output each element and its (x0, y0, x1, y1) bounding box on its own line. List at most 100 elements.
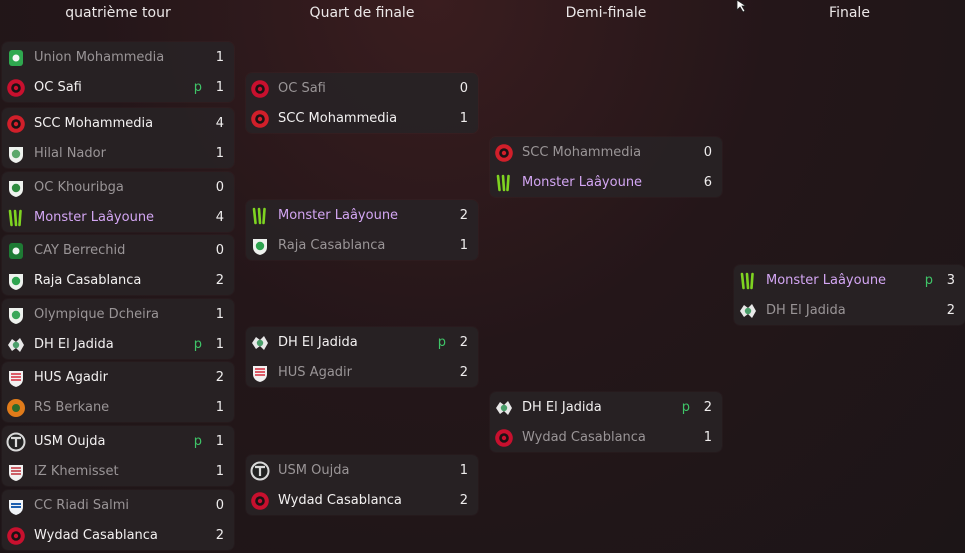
oc-khouribga-crest-icon (6, 178, 26, 198)
score: 2 (459, 335, 468, 350)
team-name[interactable]: RS Berkane (34, 400, 110, 415)
dh-el-jadida-crest-icon (6, 335, 26, 355)
olympique-dcheira-crest-icon (6, 305, 26, 325)
team-name[interactable]: Union Mohammedia (34, 50, 165, 65)
team-row[interactable]: SCC Mohammedia 1 (246, 105, 478, 133)
cc-riadi-salmi-crest-icon (6, 496, 26, 516)
team-name[interactable]: Wydad Casablanca (278, 493, 402, 508)
team-name[interactable]: Monster Laâyoune (278, 208, 399, 223)
team-name[interactable]: DH El Jadida (522, 400, 602, 415)
team-name[interactable]: USM Oujda (278, 463, 350, 478)
team-name[interactable]: USM Oujda (34, 434, 106, 449)
team-name[interactable]: Raja Casablanca (34, 273, 142, 288)
team-name[interactable]: OC Khouribga (34, 180, 124, 195)
score: 0 (215, 180, 224, 195)
mouse-cursor-icon (736, 0, 748, 12)
team-name[interactable]: HUS Agadir (278, 365, 352, 380)
penalty-marker: p (924, 273, 933, 288)
team-name[interactable]: SCC Mohammedia (522, 145, 642, 160)
wydad-crest-icon (494, 428, 514, 448)
team-row[interactable]: HUS Agadir 2 (2, 364, 234, 392)
score: 1 (215, 146, 224, 161)
team-name[interactable]: OC Safi (278, 81, 326, 96)
team-name[interactable]: SCC Mohammedia (34, 116, 154, 131)
team-name[interactable]: Hilal Nador (34, 146, 106, 161)
union-mohammedia-crest-icon (6, 48, 26, 68)
team-name[interactable]: IZ Khemisset (34, 464, 119, 479)
team-name[interactable]: CC Riadi Salmi (34, 498, 129, 513)
team-name[interactable]: DH El Jadida (34, 337, 114, 352)
score: 1 (215, 337, 224, 352)
oc-safi-crest-icon (250, 79, 270, 99)
team-name[interactable]: CAY Berrechid (34, 243, 126, 258)
team-name[interactable]: HUS Agadir (34, 370, 108, 385)
score: 1 (459, 111, 468, 126)
dh-el-jadida-crest-icon (738, 301, 758, 321)
team-row[interactable]: OC Khouribga 0 (2, 174, 234, 202)
team-name[interactable]: SCC Mohammedia (278, 111, 398, 126)
team-row[interactable]: Wydad Casablanca 2 (246, 487, 478, 515)
score: 1 (215, 80, 224, 95)
score: 2 (215, 370, 224, 385)
score: 2 (459, 493, 468, 508)
team-name[interactable]: Monster Laâyoune (34, 210, 155, 225)
team-name[interactable]: Wydad Casablanca (34, 528, 158, 543)
team-name[interactable]: Monster Laâyoune (522, 175, 643, 190)
team-name[interactable]: OC Safi (34, 80, 82, 95)
round-title: Demi-finale (565, 5, 647, 21)
team-name[interactable]: Wydad Casablanca (522, 430, 646, 445)
team-name[interactable]: Raja Casablanca (278, 238, 386, 253)
round-title: Finale (829, 5, 870, 21)
team-row[interactable]: Hilal Nador 1 (2, 140, 234, 168)
team-name[interactable]: Olympique Dcheira (34, 307, 160, 322)
team-name[interactable]: Monster Laâyoune (766, 273, 887, 288)
team-name[interactable]: DH El Jadida (766, 303, 846, 318)
scc-mohammedia-crest-icon (250, 109, 270, 129)
round-title: Quart de finale (309, 5, 415, 21)
raja-crest-icon (250, 236, 270, 256)
wydad-crest-icon (250, 491, 270, 511)
team-name[interactable]: DH El Jadida (278, 335, 358, 350)
monster-crest-icon (250, 206, 270, 226)
